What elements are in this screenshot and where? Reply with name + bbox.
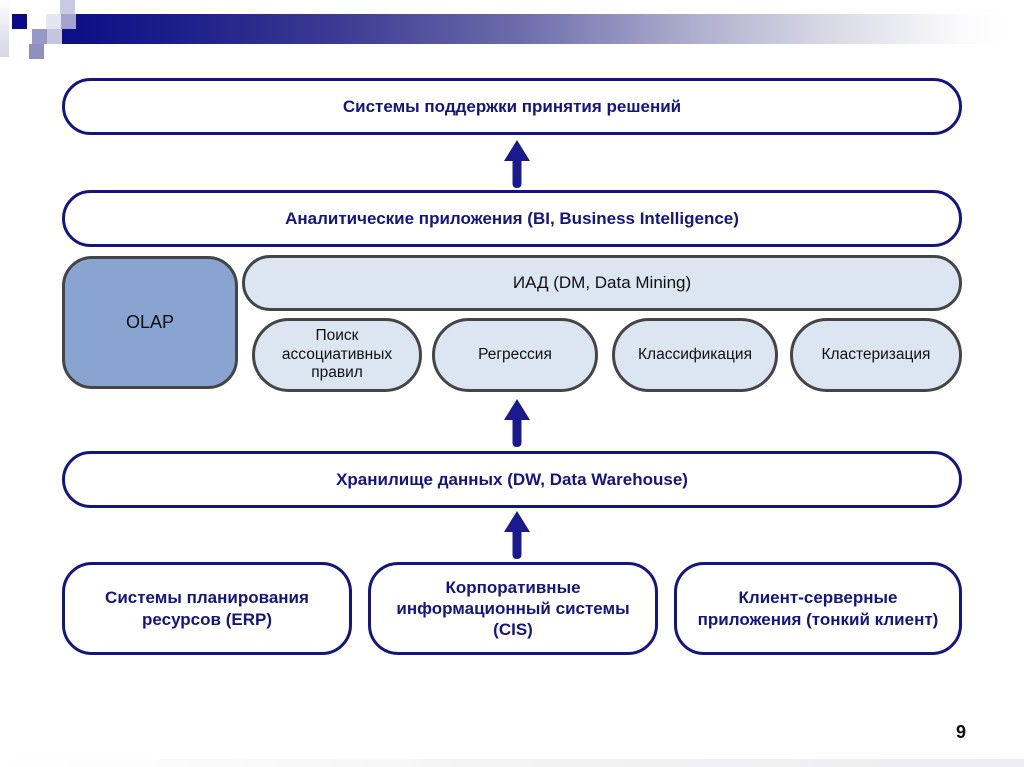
arrow-up-icon	[504, 140, 530, 188]
box-client-server-applications: Клиент-серверные приложения (тонкий клие…	[674, 562, 962, 655]
decoration-left-strip	[0, 0, 9, 57]
bar-data-mining-label: ИАД (DM, Data Mining)	[512, 272, 692, 292]
box-clustering: Кластеризация	[790, 318, 962, 392]
decoration-square	[60, 0, 75, 15]
box-classification-label: Классификация	[638, 345, 752, 363]
box-olap-label: OLAP	[125, 311, 175, 332]
box-regression-label: Регрессия	[478, 345, 552, 363]
decoration-square	[32, 29, 47, 44]
decoration-square	[47, 29, 62, 44]
box-regression: Регрессия	[432, 318, 598, 392]
arrow-up-icon	[504, 399, 530, 447]
decoration-square	[46, 14, 61, 29]
box-association-rules: Поиск ассоциативных правил	[252, 318, 422, 392]
box-association-rules-label: Поиск ассоциативных правил	[281, 327, 393, 382]
box-client-server-applications-label: Клиент-серверные приложения (тонкий клие…	[697, 588, 939, 629]
box-data-warehouse-label: Хранилище данных (DW, Data Warehouse)	[336, 469, 688, 489]
box-erp-systems: Системы планирования ресурсов (ERP)	[62, 562, 352, 655]
box-decision-support-systems: Системы поддержки принятия решений	[62, 78, 962, 135]
page-number: 9	[955, 722, 966, 742]
box-clustering-label: Кластеризация	[821, 345, 931, 363]
decoration-square	[29, 44, 44, 59]
box-corporate-information-systems: Корпоративные информационный системы (CI…	[368, 562, 658, 655]
box-analytical-applications-bi-label: Аналитические приложения (BI, Business I…	[285, 208, 739, 228]
decoration-square	[12, 14, 27, 29]
box-olap: OLAP	[62, 256, 238, 389]
box-classification: Классификация	[612, 318, 778, 392]
box-erp-systems-label: Системы планирования ресурсов (ERP)	[105, 588, 309, 629]
decoration-square	[61, 14, 76, 29]
bar-data-mining: ИАД (DM, Data Mining)	[242, 255, 962, 311]
box-decision-support-systems-label: Системы поддержки принятия решений	[342, 96, 682, 116]
box-corporate-information-systems-label: Корпоративные информационный системы (CI…	[396, 577, 630, 640]
decoration-bottom-strip	[0, 759, 1024, 767]
box-data-warehouse: Хранилище данных (DW, Data Warehouse)	[62, 451, 962, 508]
arrow-up-icon	[504, 511, 530, 559]
box-analytical-applications-bi: Аналитические приложения (BI, Business I…	[62, 190, 962, 247]
decoration-gradient-bar	[62, 14, 1010, 44]
